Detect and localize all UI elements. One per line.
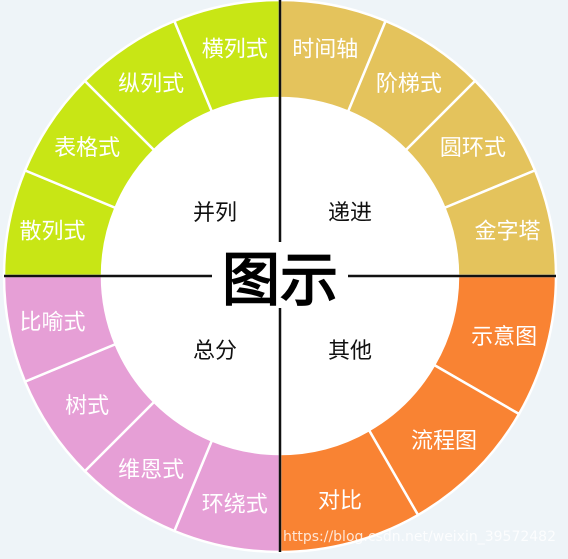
segment-label-progressive: 时间轴 <box>292 37 358 62</box>
segment-label-parallel: 表格式 <box>54 136 120 161</box>
center-title: 图示 <box>222 246 338 314</box>
segment-label-other: 对比 <box>318 489 362 514</box>
segment-label-progressive: 阶梯式 <box>376 72 442 97</box>
segment-label-total-split: 环绕式 <box>202 493 268 518</box>
segment-label-progressive: 金字塔 <box>475 220 541 245</box>
quadrant-label-other: 其他 <box>328 339 372 364</box>
segment-label-progressive: 圆环式 <box>440 136 506 161</box>
segment-label-total-split: 比喻式 <box>19 310 85 335</box>
segment-label-parallel: 散列式 <box>19 220 85 245</box>
quadrant-label-total-split: 总分 <box>193 339 237 364</box>
segment-label-other: 示意图 <box>471 325 537 350</box>
segment-label-other: 流程图 <box>411 429 477 454</box>
segment-label-parallel: 纵列式 <box>118 72 184 97</box>
quadrant-label-parallel: 并列 <box>193 201 237 226</box>
segment-label-total-split: 树式 <box>65 394 109 419</box>
segment-label-parallel: 横列式 <box>202 37 268 62</box>
watermark: https://blog.csdn.net/weixin_39572482 <box>283 529 556 545</box>
quadrant-label-progressive: 递进 <box>328 201 372 226</box>
segment-label-total-split: 维恩式 <box>118 458 184 483</box>
center-title-box <box>212 242 348 308</box>
